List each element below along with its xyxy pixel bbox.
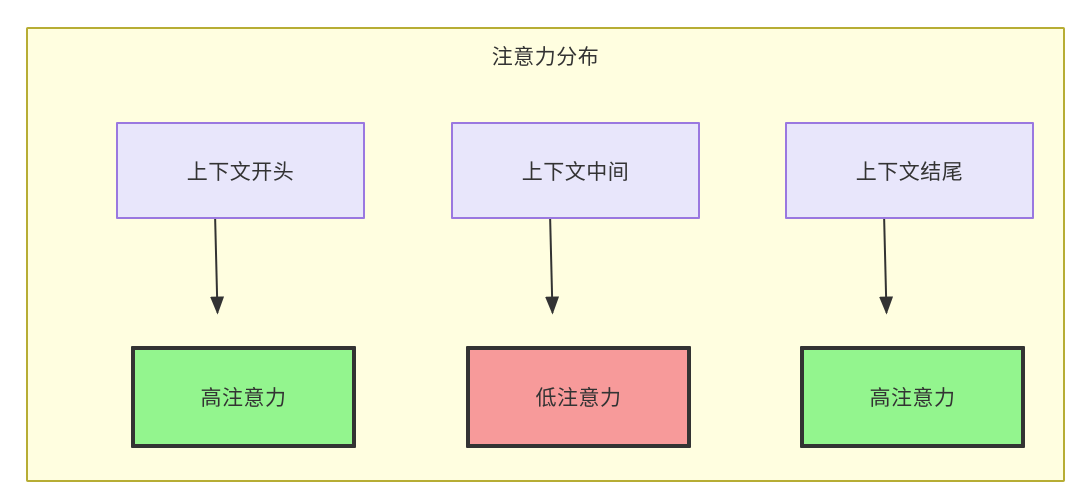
node-context-end-label: 上下文结尾 [855,160,964,184]
node-context-middle-label: 上下文中间 [521,160,630,184]
subgraph-container: 注意力分布 上下文开头 上下文中间 上下文结尾 高注意力 低注意力 [26,27,1065,482]
node-context-start[interactable]: 上下文开头 [116,122,365,219]
subgraph-title: 注意力分布 [491,46,600,69]
node-attention-start[interactable]: 高注意力 [131,346,356,448]
node-context-middle[interactable]: 上下文中间 [451,122,700,219]
node-attention-middle-label: 低注意力 [535,387,622,410]
node-context-end[interactable]: 上下文结尾 [785,122,1034,219]
node-attention-start-label: 高注意力 [200,387,287,410]
node-context-start-label: 上下文开头 [186,160,295,184]
node-attention-end[interactable]: 高注意力 [800,346,1025,448]
node-attention-end-label: 高注意力 [869,387,956,410]
node-attention-middle[interactable]: 低注意力 [466,346,691,448]
